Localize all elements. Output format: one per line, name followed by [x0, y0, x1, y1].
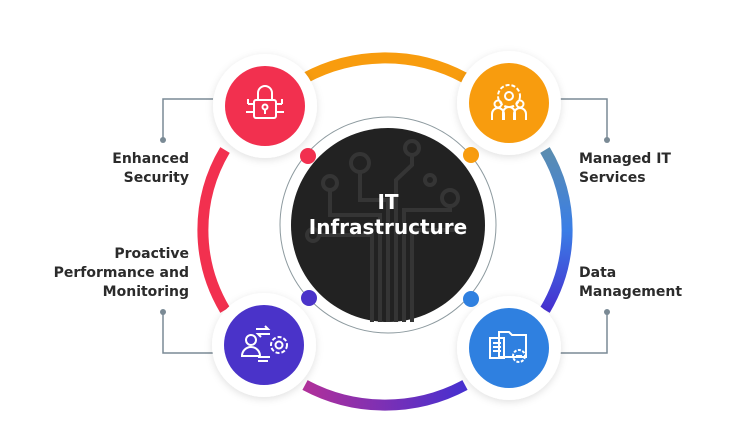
circuit-tree-decoration — [305, 139, 460, 322]
label-line: Data — [579, 265, 617, 281]
user-gear-exchange-icon — [240, 325, 288, 362]
folder-documents-gear-icon — [489, 331, 527, 363]
center-title-line1: IT — [377, 190, 399, 214]
label-line: Security — [123, 170, 189, 186]
label-enhanced-security: Enhanced Security — [112, 150, 189, 188]
node-performance[interactable] — [224, 305, 304, 385]
label-proactive-performance: Proactive Performance and Monitoring — [54, 245, 189, 302]
label-line: Monitoring — [102, 284, 189, 300]
center-title: IT Infrastructure — [291, 190, 485, 240]
connector-lines — [162, 98, 608, 354]
outer-ring — [197, 52, 573, 411]
center-title-line2: Infrastructure — [308, 215, 468, 239]
team-gear-icon — [491, 84, 527, 120]
node-security[interactable] — [225, 66, 305, 146]
label-line: Services — [579, 170, 646, 186]
label-line: Performance and — [53, 265, 189, 281]
label-line: Enhanced — [112, 151, 189, 167]
node-data-management[interactable] — [469, 308, 549, 388]
padlock-circuit-icon — [246, 85, 284, 119]
label-line: Managed IT — [579, 151, 671, 167]
label-data-management: Data Management — [579, 264, 682, 302]
node-managed-it[interactable] — [469, 63, 549, 143]
label-managed-it-services: Managed IT Services — [579, 150, 671, 188]
label-line: Management — [579, 284, 683, 300]
label-line: Proactive — [114, 246, 189, 262]
